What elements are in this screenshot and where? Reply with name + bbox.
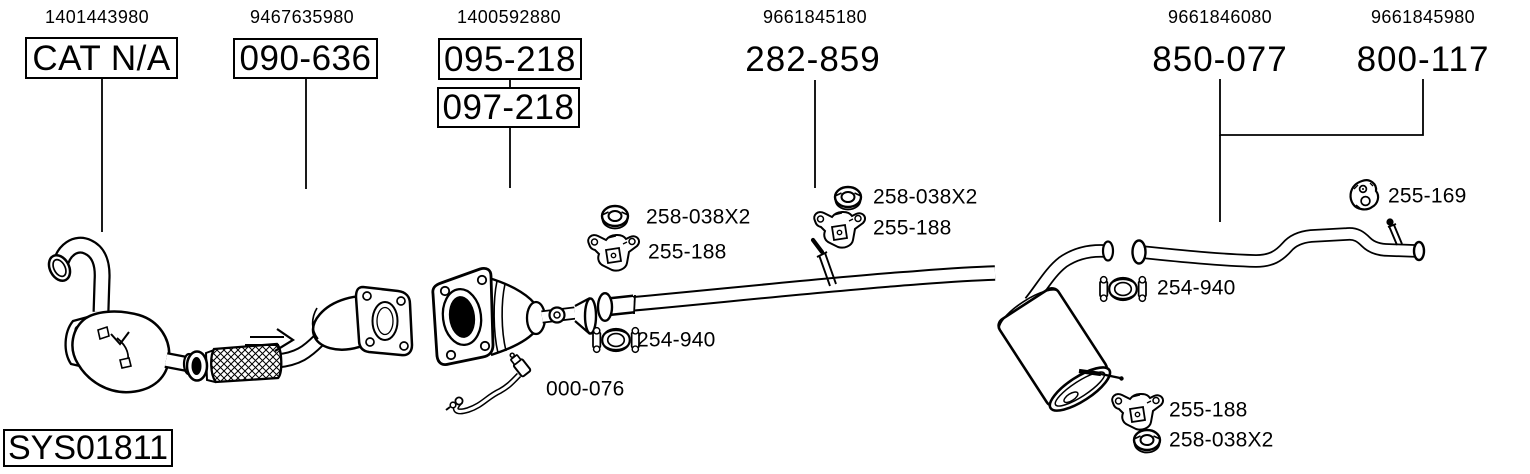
centre-pipe-muffler-drawing [596,237,1124,412]
oem-number: 1401443980 [44,7,150,27]
oem-number: 9661845180 [762,7,868,27]
part-number-box[interactable]: 097-218 [437,87,580,128]
oem-number: 9467635980 [249,7,355,27]
tail-pipe-drawing [1131,218,1426,268]
nut-icon [1132,428,1162,454]
callout-label[interactable]: 255-169 [1388,184,1467,208]
clamp-icon [1099,275,1147,303]
hanger-icon [813,211,866,249]
flex-pipe-catalyst-drawing [185,285,414,384]
nut-icon [600,204,630,230]
rubber-hanger-icon [1349,179,1380,211]
part-number[interactable]: 800-117 [1356,40,1490,79]
callout-label[interactable]: 255-188 [873,216,952,240]
callout-label[interactable]: 258-038X2 [873,185,978,209]
oem-number: 1400592880 [456,7,562,27]
hanger-icon [587,234,640,272]
part-number-box[interactable]: 095-218 [438,38,582,80]
nut-icon [833,185,863,211]
callout-label[interactable]: 254-940 [637,328,716,352]
callout-label[interactable]: 255-188 [648,240,727,264]
sensor-icon [445,352,532,415]
callout-label[interactable]: 000-076 [546,377,625,401]
part-number[interactable]: 850-077 [1152,40,1288,79]
callout-label[interactable]: 258-038X2 [1169,428,1274,452]
oem-number: 9661846080 [1167,7,1273,27]
clamp-icon [592,326,640,354]
system-code-box: SYS01811 [3,429,173,467]
hanger-icon [1111,393,1164,431]
part-number[interactable]: 282-859 [745,40,881,79]
callout-label[interactable]: 255-188 [1169,398,1248,422]
front-catalyst-drawing [47,236,196,394]
part-number-box[interactable]: CAT N/A [25,37,178,79]
callout-label[interactable]: 258-038X2 [646,205,751,229]
rear-muffler-drawing [997,287,1112,412]
catalytic-converter-drawing [431,267,598,366]
leader-lines [101,79,1424,232]
oem-number: 9661845980 [1370,7,1476,27]
part-number-box[interactable]: 090-636 [233,38,378,79]
callout-label[interactable]: 254-940 [1157,276,1236,300]
